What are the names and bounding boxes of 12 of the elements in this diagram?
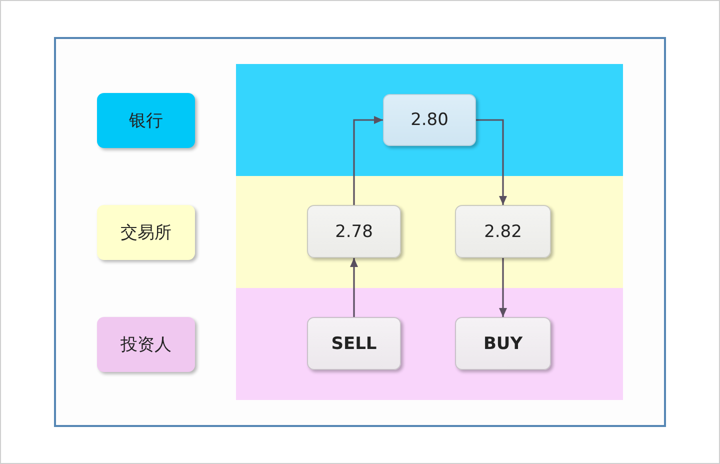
process-box: 2.82 <box>455 205 551 258</box>
arrow <box>353 116 383 205</box>
label-box: 银行 <box>97 93 195 148</box>
arrow <box>476 119 507 205</box>
label-box: 交易所 <box>97 205 195 260</box>
order-box: SELL <box>307 317 401 370</box>
arrow <box>350 258 358 317</box>
arrow <box>499 258 507 317</box>
label-box: 投资人 <box>97 317 195 372</box>
order-box: BUY <box>455 317 551 370</box>
process-box: 2.80 <box>383 94 476 146</box>
process-box: 2.78 <box>307 205 401 258</box>
